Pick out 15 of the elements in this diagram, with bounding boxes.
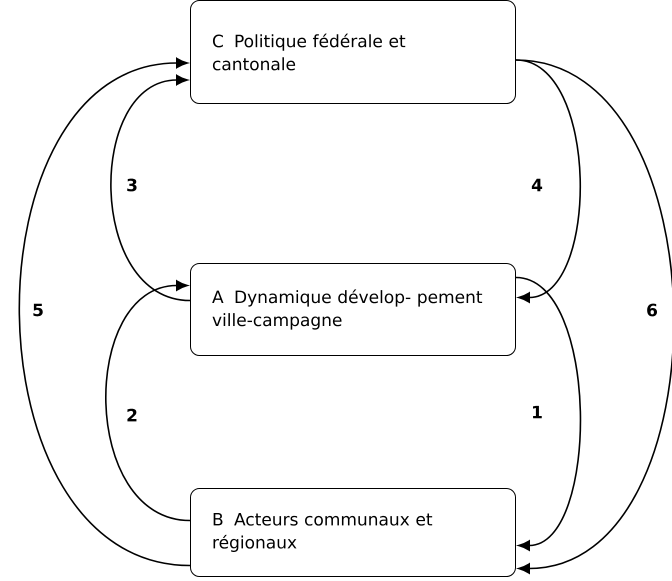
process-box: A Dynamique dévelop- pement ville-campagne bbox=[190, 263, 516, 356]
edge-label: 1 bbox=[530, 404, 544, 420]
arrow bbox=[516, 59, 672, 574]
arrow bbox=[110, 74, 190, 302]
edge-label: 6 bbox=[645, 302, 659, 318]
arrow bbox=[18, 58, 190, 566]
arrow bbox=[516, 59, 581, 303]
arrow bbox=[516, 276, 582, 551]
arrow bbox=[105, 280, 190, 522]
process-box: C Politique fédérale et cantonale bbox=[190, 0, 516, 104]
edge-label: 3 bbox=[125, 178, 139, 192]
edge-label: 4 bbox=[530, 178, 544, 192]
edge-label: 5 bbox=[31, 302, 45, 318]
process-box: B Acteurs communaux et régionaux bbox=[190, 488, 516, 577]
edge-label: 2 bbox=[125, 408, 139, 422]
